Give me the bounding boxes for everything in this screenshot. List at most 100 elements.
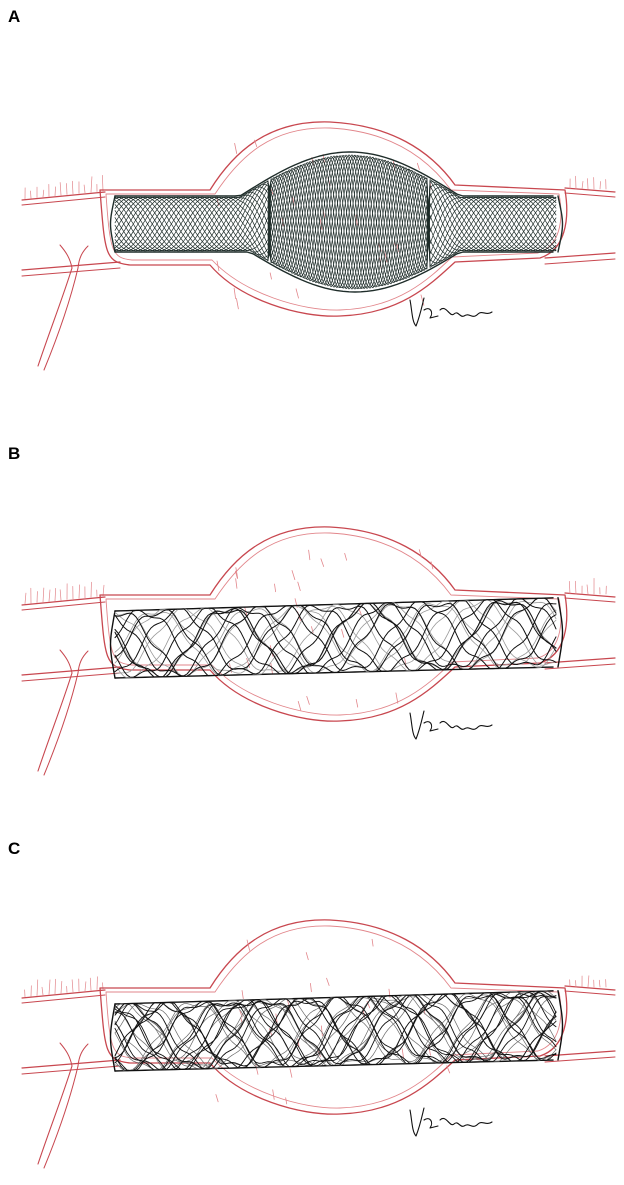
signature-stroke — [409, 297, 493, 327]
wall-hatch — [89, 977, 92, 991]
wall-hatch — [60, 981, 63, 994]
braid-wire — [114, 154, 557, 288]
upper-wall-left-inner — [21, 601, 106, 611]
panel-label-b: B — [8, 444, 21, 463]
panel-label-c: C — [8, 839, 21, 858]
stent-mesh-c — [109, 990, 564, 1072]
weave-wire-outer — [114, 993, 557, 1070]
sac-dash — [416, 162, 420, 170]
wall-hatch — [41, 986, 44, 996]
panel-label-a: A — [8, 7, 21, 26]
branch-vessel-outer — [37, 267, 73, 367]
stent-mesh-b — [109, 597, 564, 679]
weave-wire-dark — [114, 599, 557, 678]
braid-wire — [114, 154, 557, 287]
sac-dash — [355, 698, 359, 708]
weave-wire-light — [114, 603, 557, 676]
sac-dash — [289, 1068, 293, 1078]
upper-wall-left — [21, 596, 106, 606]
wall-hatch — [66, 183, 68, 195]
lower-wall-right-inner — [544, 258, 616, 265]
weave-wire-outer — [114, 994, 557, 1070]
upper-wall-right — [564, 985, 616, 991]
weave-wire-dark — [114, 601, 557, 678]
branch-vessel-inner — [43, 1065, 79, 1169]
weave-wire-outer — [114, 993, 557, 1069]
weave-wire-outer — [114, 992, 557, 1071]
wall-hatch — [59, 182, 62, 196]
sac-dash — [254, 139, 258, 147]
aneurysm-illustration-b — [21, 526, 616, 776]
weave-wire-dark — [114, 603, 557, 676]
wall-hatch — [78, 584, 80, 599]
wall-hatch — [54, 186, 56, 197]
upper-wall-right-inner — [564, 192, 616, 198]
braid-wire — [114, 155, 557, 289]
artist-signature-icon — [409, 710, 493, 740]
sac-dash — [246, 658, 250, 668]
braid-wire — [114, 155, 557, 288]
weave-wire-outer — [114, 992, 557, 1070]
weave-wire-dark — [114, 598, 557, 677]
upper-wall-left-inner — [21, 994, 106, 1004]
aneurysm-illustration-a — [21, 121, 616, 371]
wall-hatch — [42, 189, 45, 198]
branch-ostium-left — [59, 244, 73, 269]
wall-hatch — [42, 587, 45, 603]
sac-dash — [274, 583, 277, 593]
sac-dash — [319, 218, 323, 230]
sac-dash — [401, 1048, 405, 1059]
sac-dash — [270, 662, 273, 675]
branch-vessel-outer — [37, 1065, 73, 1165]
aneurysm-illustration-c — [21, 919, 616, 1169]
stent-mesh-a — [109, 151, 564, 293]
stent-left-end — [109, 610, 116, 679]
stent-top-edge — [114, 151, 554, 197]
upper-wall-left-inner — [21, 196, 106, 206]
weave-wire-light — [114, 599, 557, 679]
wall-hatch — [598, 979, 601, 988]
sac-dash — [235, 567, 239, 579]
sac-dash — [305, 952, 309, 961]
wall-hatch — [54, 978, 56, 995]
sac-dash — [395, 692, 399, 704]
artist-signature-icon — [409, 1107, 493, 1137]
weave-wire-light — [114, 600, 557, 675]
wall-hatch — [90, 176, 93, 193]
aneurysm-sac-outer — [99, 526, 568, 722]
stent-right-end — [557, 597, 564, 668]
wall-hatch — [83, 184, 86, 194]
wall-hatch — [30, 190, 32, 199]
sac-dash — [285, 1097, 288, 1105]
wall-hatch — [599, 181, 601, 190]
wall-hatch — [71, 180, 74, 195]
lower-wall-right-inner — [544, 663, 616, 670]
branch-vessel-inner — [43, 672, 79, 776]
sac-dash — [233, 287, 236, 300]
braid-wire — [114, 155, 557, 289]
branch-vessel-outer — [37, 672, 73, 772]
wall-hatch — [587, 178, 589, 190]
lower-wall-left — [21, 1059, 121, 1069]
wall-hatch — [568, 581, 571, 595]
wall-hatch — [48, 979, 51, 995]
braid-wire — [114, 155, 557, 289]
wall-hatch — [48, 589, 51, 602]
braid-wire — [114, 158, 557, 290]
stent-right-end — [557, 195, 564, 253]
sac-dash — [326, 977, 330, 986]
upper-wall-right-inner — [564, 990, 616, 996]
wall-hatch — [586, 584, 589, 595]
wall-hatch — [581, 180, 584, 190]
upper-wall-left — [21, 191, 106, 201]
wall-hatch — [102, 174, 104, 192]
sac-dash — [430, 561, 434, 570]
braid-wire — [114, 155, 557, 289]
weave-wire-outer — [114, 992, 557, 1071]
sac-dash — [306, 695, 310, 705]
panel-b: B — [0, 395, 624, 790]
sac-dash — [235, 570, 238, 579]
wall-hatch — [24, 592, 27, 605]
weave-wire-dark — [114, 597, 557, 677]
braid-wire — [114, 155, 557, 287]
